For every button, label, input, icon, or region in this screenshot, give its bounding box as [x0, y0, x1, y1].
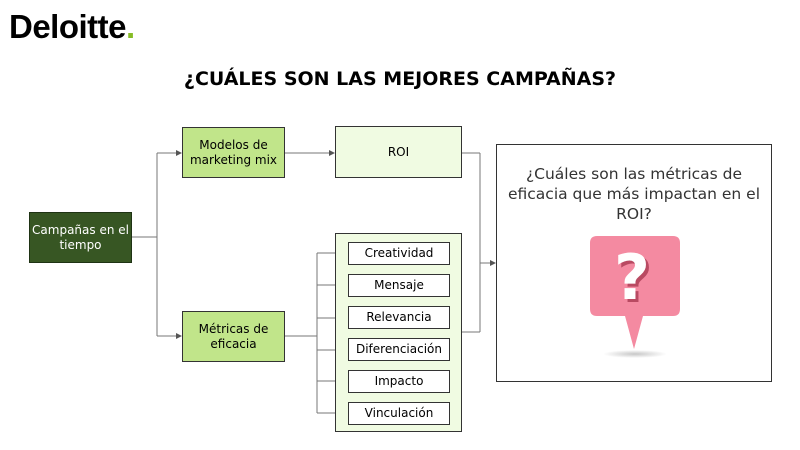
campaigns-node: Campañas en el tiempo — [29, 212, 132, 263]
metric-mensaje: Mensaje — [348, 274, 450, 297]
metrics-container — [335, 233, 462, 432]
svg-text:?: ? — [617, 244, 653, 317]
metric-diferenciacion: Diferenciación — [348, 338, 450, 361]
page-title: ¿CUÁLES SON LAS MEJORES CAMPAÑAS? — [183, 68, 617, 90]
metric-impacto: Impacto — [348, 370, 450, 393]
metric-creatividad: Creatividad — [348, 242, 450, 265]
roi-node: ROI — [335, 126, 462, 178]
question-mark-pin-icon: ? ? — [590, 236, 680, 358]
question-panel: ¿Cuáles son las métricas de eficacia que… — [496, 144, 772, 382]
metric-relevancia: Relevancia — [348, 306, 450, 329]
efficacy-metrics-node: Métricas de eficacia — [182, 311, 285, 362]
deloitte-logo: Deloitte. — [9, 8, 135, 45]
metric-vinculacion: Vinculación — [348, 402, 450, 425]
marketing-mix-node: Modelos de marketing mix — [182, 127, 285, 178]
svg-text:?: ? — [614, 241, 650, 314]
question-text: ¿Cuáles son las métricas de eficacia que… — [507, 165, 761, 223]
